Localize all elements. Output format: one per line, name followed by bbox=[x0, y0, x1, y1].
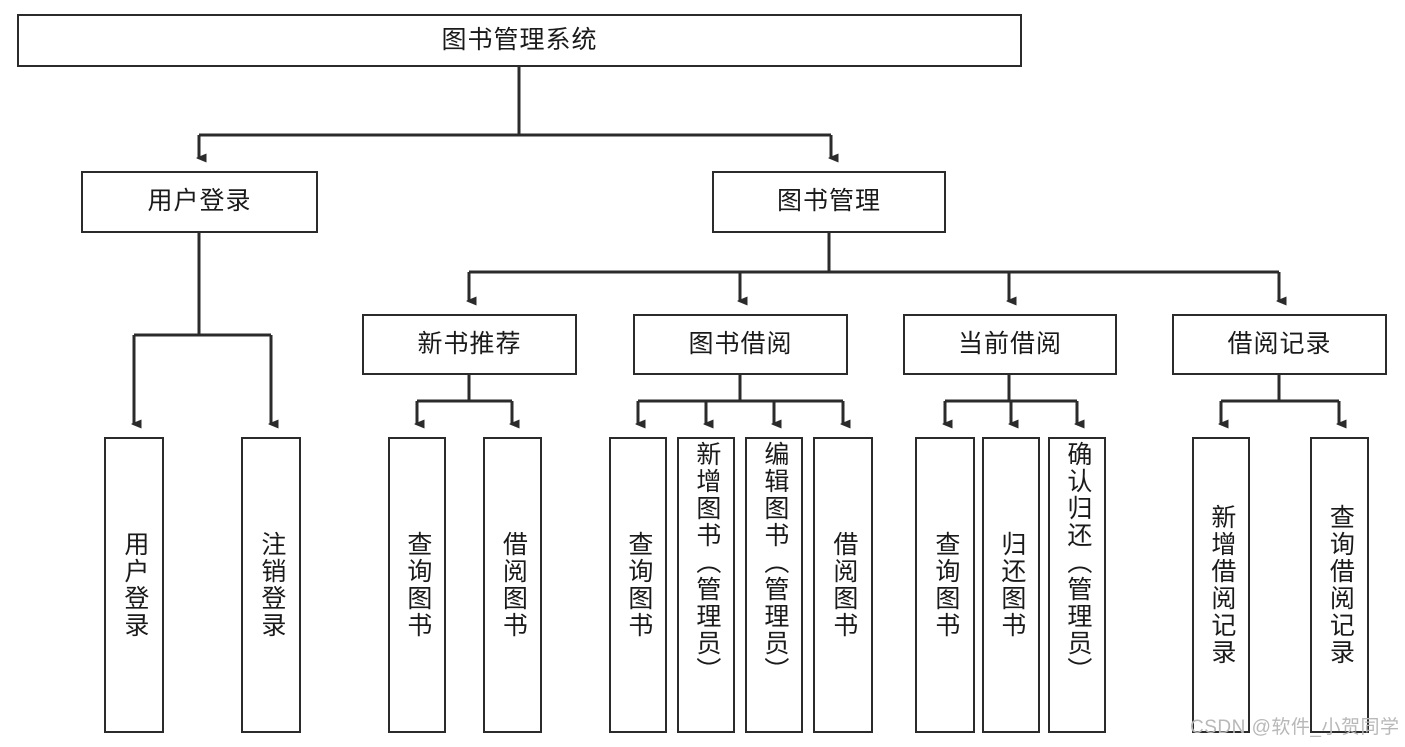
node-label: 新增借阅记录 bbox=[1207, 504, 1236, 666]
node-label: 借阅图书 bbox=[499, 531, 528, 639]
node-label: 图书管理系统 bbox=[441, 25, 598, 54]
node-root-book-management-system[interactable]: 图书管理系统 bbox=[17, 14, 1022, 67]
node-new-book-recommendation[interactable]: 新书推荐 bbox=[362, 314, 577, 375]
leaf-add-book-admin[interactable]: 新增图书（管理员） bbox=[677, 437, 735, 733]
node-label: 用户登录 bbox=[147, 187, 252, 216]
node-label: 用户登录 bbox=[120, 531, 149, 639]
node-book-borrowing[interactable]: 图书借阅 bbox=[633, 314, 848, 375]
node-label: 图书借阅 bbox=[688, 329, 793, 358]
node-book-management[interactable]: 图书管理 bbox=[712, 171, 946, 233]
watermark-csdn: CSDN @软件_小贺同学 bbox=[1190, 717, 1400, 738]
leaf-add-borrow-record[interactable]: 新增借阅记录 bbox=[1192, 437, 1250, 733]
leaf-search-books-borrow[interactable]: 查询图书 bbox=[609, 437, 667, 733]
node-label: 借阅图书 bbox=[829, 531, 858, 639]
node-label: 新增图书（管理员） bbox=[692, 441, 721, 684]
node-label: 新书推荐 bbox=[417, 329, 522, 358]
node-label: 查询借阅记录 bbox=[1326, 504, 1355, 666]
leaf-borrow-books[interactable]: 借阅图书 bbox=[813, 437, 873, 733]
leaf-search-books-current[interactable]: 查询图书 bbox=[915, 437, 975, 733]
node-label: 查询图书 bbox=[403, 531, 432, 639]
node-borrow-records[interactable]: 借阅记录 bbox=[1172, 314, 1387, 375]
node-label: 确认归还（管理员） bbox=[1063, 441, 1092, 684]
node-label: 归还图书 bbox=[997, 531, 1026, 639]
leaf-return-books[interactable]: 归还图书 bbox=[982, 437, 1040, 733]
leaf-edit-book-admin[interactable]: 编辑图书（管理员） bbox=[745, 437, 803, 733]
node-label: 借阅记录 bbox=[1227, 329, 1332, 358]
node-label: 查询图书 bbox=[931, 531, 960, 639]
node-user-login[interactable]: 用户登录 bbox=[81, 171, 318, 233]
node-label: 查询图书 bbox=[624, 531, 653, 639]
leaf-borrow-books-newbook[interactable]: 借阅图书 bbox=[483, 437, 542, 733]
leaf-logout[interactable]: 注销登录 bbox=[241, 437, 301, 733]
node-label: 编辑图书（管理员） bbox=[760, 441, 789, 684]
node-label: 当前借阅 bbox=[957, 329, 1062, 358]
leaf-search-borrow-record[interactable]: 查询借阅记录 bbox=[1310, 437, 1369, 733]
node-label: 注销登录 bbox=[257, 531, 286, 639]
node-current-borrowing[interactable]: 当前借阅 bbox=[903, 314, 1117, 375]
leaf-search-books-newbook[interactable]: 查询图书 bbox=[388, 437, 446, 733]
node-label: 图书管理 bbox=[776, 187, 881, 216]
leaf-confirm-return-admin[interactable]: 确认归还（管理员） bbox=[1048, 437, 1106, 733]
leaf-user-login[interactable]: 用户登录 bbox=[104, 437, 164, 733]
